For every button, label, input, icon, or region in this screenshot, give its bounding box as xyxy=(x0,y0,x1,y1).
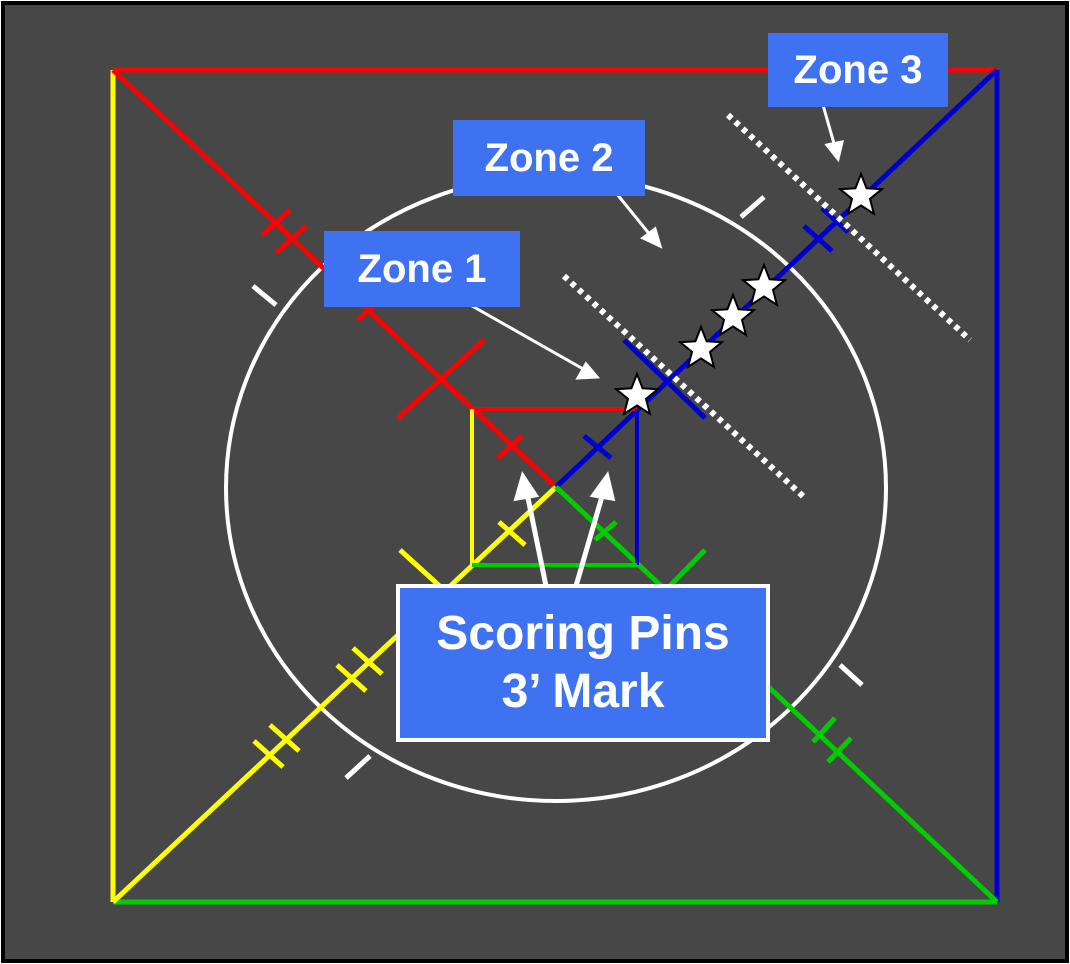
scoring-pins-mark: 3’ Mark xyxy=(501,665,665,718)
diagonal-yellow xyxy=(111,485,558,904)
scoring-stars xyxy=(613,171,885,417)
scoring-pin-star-2 xyxy=(677,324,725,370)
diagonal-green xyxy=(554,485,999,904)
zone-boundary-1-2 xyxy=(561,273,809,502)
scoring-pin-star-5 xyxy=(837,171,885,217)
zone-2-label: Zone 2 xyxy=(453,120,645,196)
scoring-pin-star-1 xyxy=(613,371,661,417)
scoring-pins-title: Scoring Pins xyxy=(436,607,730,661)
scoring-pins-label: Scoring Pins 3’ Mark xyxy=(396,584,770,742)
diagonal-blue xyxy=(554,68,999,489)
circle-tick-marks xyxy=(251,195,864,780)
zone-1-label: Zone 1 xyxy=(324,231,520,307)
scoring-pin-star-4 xyxy=(740,262,788,308)
zone-3-label: Zone 3 xyxy=(768,33,948,107)
scoring-arrows xyxy=(513,471,616,587)
blue-ticks xyxy=(582,206,850,460)
scoring-pin-star-3 xyxy=(709,292,757,338)
